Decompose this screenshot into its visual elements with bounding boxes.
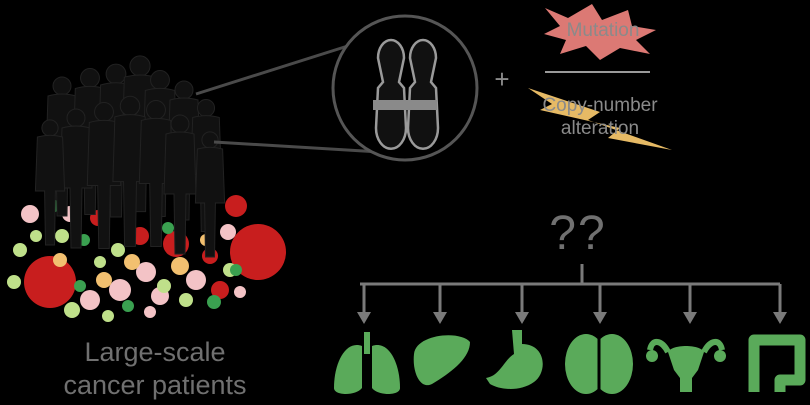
patient-crowd-silhouettes bbox=[34, 55, 226, 258]
plus-sign: + bbox=[494, 64, 510, 94]
bubble-19 bbox=[94, 256, 106, 268]
person-body bbox=[138, 117, 174, 247]
person-head bbox=[129, 55, 151, 77]
person-head bbox=[146, 100, 166, 120]
person-head bbox=[105, 63, 127, 85]
person-body bbox=[59, 125, 93, 249]
mutation-label: Mutation bbox=[566, 20, 640, 41]
arrow-head-2 bbox=[515, 312, 529, 324]
bubble-21 bbox=[179, 293, 193, 307]
arrow-head-4 bbox=[683, 312, 697, 324]
cna-lightning-bolt bbox=[528, 88, 672, 150]
bubble-17 bbox=[30, 230, 42, 242]
bubble-15 bbox=[136, 262, 156, 282]
person-head bbox=[170, 114, 190, 134]
bubble-3 bbox=[211, 281, 229, 299]
organ-row bbox=[334, 330, 806, 394]
arrow-head-3 bbox=[593, 312, 607, 324]
bubble-14 bbox=[220, 224, 236, 240]
bubble-10 bbox=[109, 279, 131, 301]
bubble-33 bbox=[124, 254, 140, 270]
cna-label-line-1: Copy-number bbox=[542, 95, 658, 116]
person-body bbox=[194, 146, 226, 258]
bubble-32 bbox=[171, 257, 189, 275]
bubble-39 bbox=[74, 280, 86, 292]
bubble-30 bbox=[122, 300, 134, 312]
person-head bbox=[80, 68, 100, 88]
caption-line-2: cancer patients bbox=[63, 370, 247, 400]
bubble-2 bbox=[225, 195, 247, 217]
cna-label-line-2: alteration bbox=[560, 118, 640, 139]
arrow-head-1 bbox=[433, 312, 447, 324]
mutation-burst bbox=[544, 4, 656, 60]
bubble-27 bbox=[207, 295, 221, 309]
bubble-20 bbox=[111, 243, 125, 257]
person-head bbox=[52, 76, 72, 96]
bubble-28 bbox=[162, 222, 174, 234]
caption-line-1: Large-scale bbox=[84, 337, 226, 367]
colon-icon bbox=[748, 334, 806, 392]
zoom-line-top bbox=[195, 36, 374, 96]
bubble-29 bbox=[230, 264, 242, 276]
bubble-23 bbox=[7, 275, 21, 289]
person-silhouette-10 bbox=[138, 100, 174, 247]
bubble-24 bbox=[64, 302, 80, 318]
bubble-37 bbox=[102, 310, 114, 322]
person-silhouette-12 bbox=[34, 119, 66, 246]
bubble-31 bbox=[96, 272, 112, 288]
person-head bbox=[94, 102, 114, 122]
person-body bbox=[163, 131, 197, 255]
bubble-13 bbox=[80, 290, 100, 310]
brain-icon bbox=[565, 334, 633, 394]
question-marks: ?? bbox=[549, 207, 607, 260]
person-head bbox=[66, 108, 86, 128]
chromosome-left bbox=[373, 38, 408, 151]
chromosome-right bbox=[405, 38, 440, 151]
zoom-line-bottom bbox=[213, 140, 381, 154]
bubble-8 bbox=[21, 205, 39, 223]
person-silhouette-9 bbox=[112, 95, 148, 247]
patients-caption: Large-scale cancer patients bbox=[40, 336, 270, 402]
bubble-40 bbox=[157, 279, 171, 293]
person-head bbox=[150, 70, 170, 90]
stomach-icon bbox=[486, 330, 543, 389]
person-head bbox=[119, 95, 141, 117]
arrow-head-5 bbox=[773, 312, 787, 324]
person-head bbox=[196, 98, 216, 118]
liver-icon bbox=[413, 335, 470, 386]
organ-arrow-tree bbox=[357, 264, 787, 324]
copy-number-alteration-label: Copy-number alteration bbox=[520, 94, 680, 140]
person-head bbox=[41, 119, 59, 137]
chromosome-magnifier bbox=[331, 14, 479, 162]
bubble-34 bbox=[53, 253, 67, 267]
bubble-1 bbox=[230, 224, 286, 280]
bubble-18 bbox=[55, 229, 69, 243]
person-silhouette-13 bbox=[194, 131, 226, 258]
bubble-0 bbox=[24, 256, 76, 308]
person-silhouette-7 bbox=[59, 108, 93, 249]
lung-icon bbox=[334, 332, 400, 394]
person-body bbox=[34, 134, 66, 246]
person-body bbox=[112, 114, 148, 247]
arrow-head-0 bbox=[357, 312, 371, 324]
bubble-12 bbox=[186, 270, 206, 290]
uterus-icon bbox=[646, 339, 726, 392]
person-silhouette-11 bbox=[163, 114, 197, 255]
bubble-16 bbox=[13, 243, 27, 257]
bubble-38 bbox=[234, 286, 246, 298]
person-head bbox=[201, 131, 219, 149]
person-head bbox=[174, 80, 194, 100]
bubble-36 bbox=[144, 306, 156, 318]
